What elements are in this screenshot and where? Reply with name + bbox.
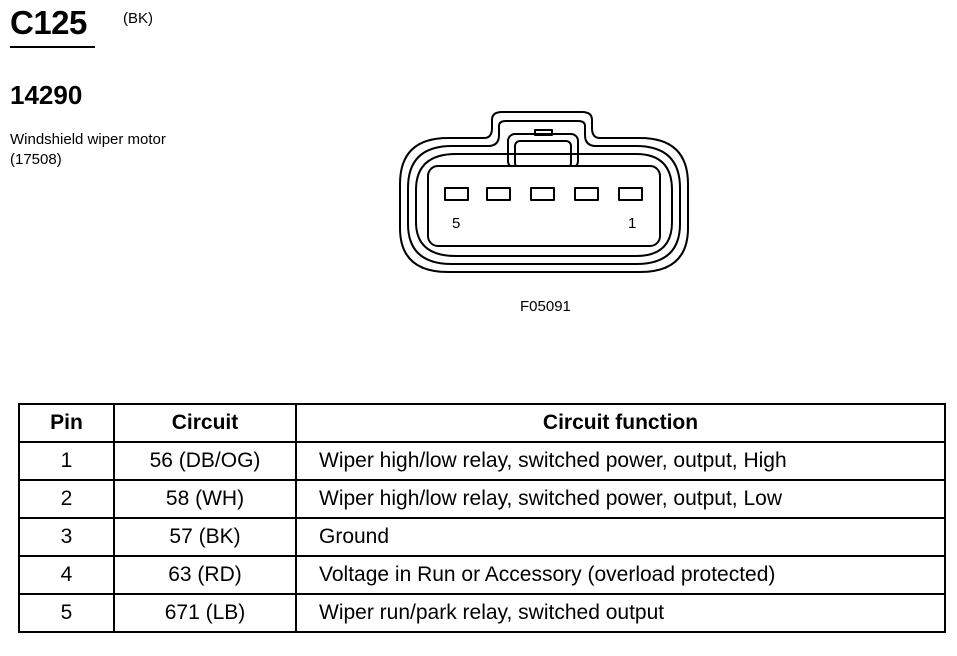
table-row: 5 671 (LB) Wiper run/park relay, switche… <box>18 593 946 633</box>
pin-1-terminal <box>618 187 643 201</box>
component-description: Windshield wiper motor (17508) <box>10 131 166 168</box>
cell-circuit: 56 (DB/OG) <box>113 441 297 481</box>
cell-function: Voltage in Run or Accessory (overload pr… <box>295 555 946 595</box>
pin-5-terminal <box>444 187 469 201</box>
connector-id: C125 <box>10 4 87 41</box>
cell-pin: 5 <box>18 593 115 633</box>
cell-pin: 3 <box>18 517 115 557</box>
cell-function: Wiper high/low relay, switched power, ou… <box>295 479 946 519</box>
header-pin: Pin <box>18 403 115 443</box>
pin-label-left: 5 <box>452 215 460 232</box>
connector-face-diagram: 5 1 <box>399 111 689 273</box>
header-circuit-function: Circuit function <box>295 403 946 443</box>
connector-id-underline <box>10 46 95 48</box>
connector-color-code: (BK) <box>123 10 153 27</box>
pin-cavity-area <box>427 165 661 247</box>
pin-2-terminal <box>574 187 599 201</box>
cell-circuit: 671 (LB) <box>113 593 297 633</box>
cell-function: Ground <box>295 517 946 557</box>
pin-label-right: 1 <box>628 215 636 232</box>
connector-mid-shell <box>407 120 681 265</box>
cell-circuit: 63 (RD) <box>113 555 297 595</box>
cell-pin: 4 <box>18 555 115 595</box>
cell-function: Wiper high/low relay, switched power, ou… <box>295 441 946 481</box>
table-row: 1 56 (DB/OG) Wiper high/low relay, switc… <box>18 441 946 481</box>
connector-inner-shell <box>415 153 673 257</box>
table-row: 4 63 (RD) Voltage in Run or Accessory (o… <box>18 555 946 595</box>
figure-reference: F05091 <box>520 298 571 315</box>
table-row: 2 58 (WH) Wiper high/low relay, switched… <box>18 479 946 519</box>
cell-pin: 2 <box>18 479 115 519</box>
table-row: 3 57 (BK) Ground <box>18 517 946 557</box>
latch-tab <box>534 129 553 136</box>
table-header-row: Pin Circuit Circuit function <box>18 403 946 443</box>
cell-circuit: 58 (WH) <box>113 479 297 519</box>
connector-latch <box>507 133 579 169</box>
part-number: 14290 <box>10 80 83 110</box>
connector-outer-shell <box>399 111 689 273</box>
cell-function: Wiper run/park relay, switched output <box>295 593 946 633</box>
cell-circuit: 57 (BK) <box>113 517 297 557</box>
pin-3-terminal <box>530 187 555 201</box>
header-circuit: Circuit <box>113 403 297 443</box>
cell-pin: 1 <box>18 441 115 481</box>
pinout-table: Pin Circuit Circuit function 1 56 (DB/OG… <box>18 403 946 633</box>
pin-4-terminal <box>486 187 511 201</box>
